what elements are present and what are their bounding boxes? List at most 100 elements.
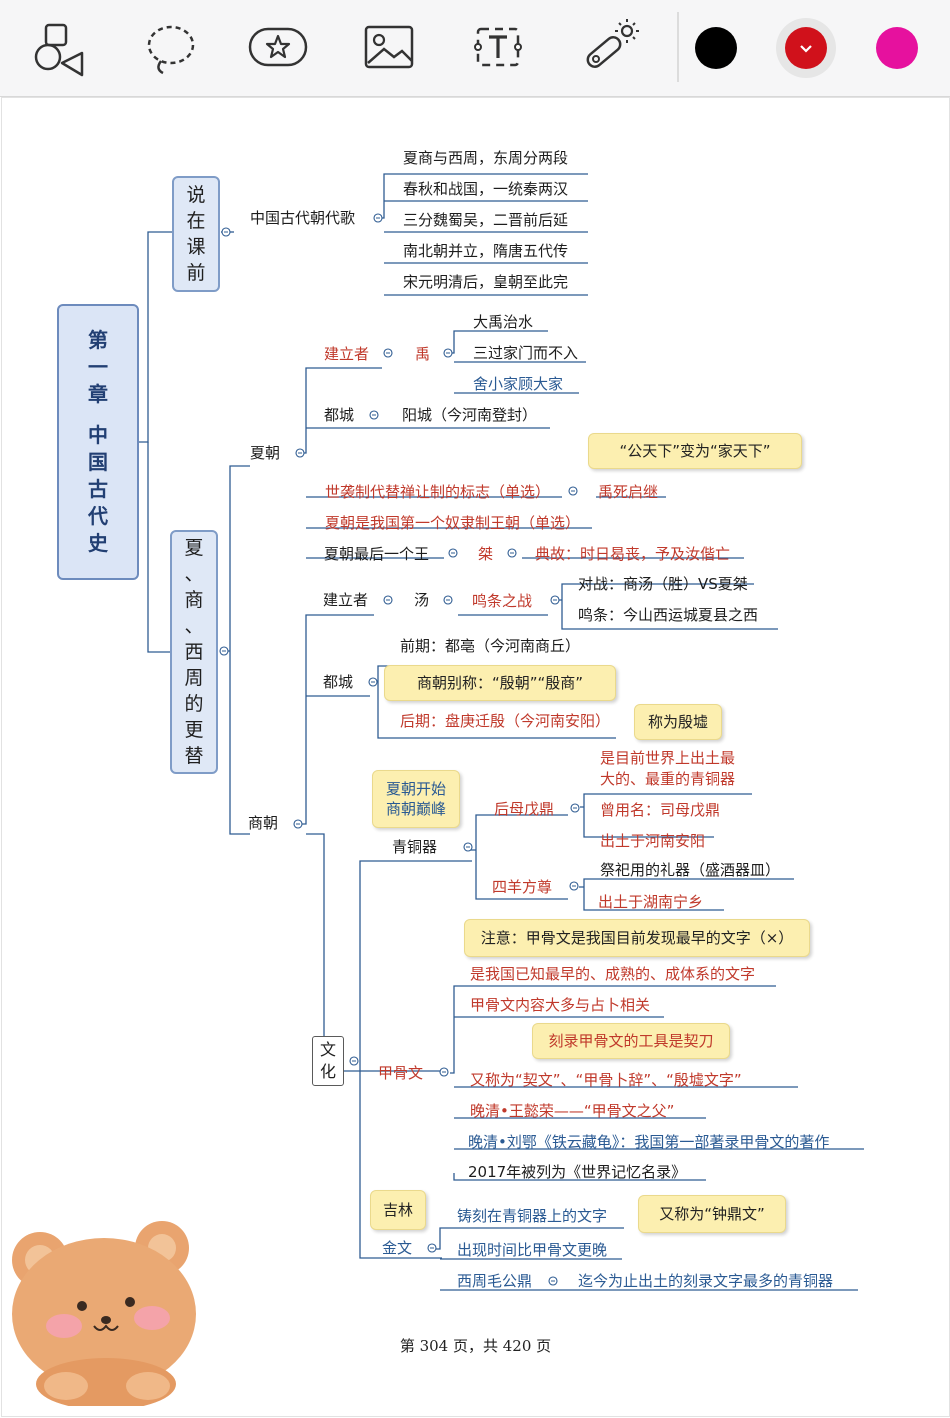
hereditary-system-value[interactable]: 禹死启继 [598, 483, 659, 501]
hereditary-system-label[interactable]: 世袭制代替禅让制的标志（单选） [325, 483, 551, 501]
yu-item[interactable]: 三过家门而不入 [473, 344, 579, 362]
shang-dynasty-node[interactable]: 商朝 [248, 814, 279, 832]
xia-shang-zhou-section-node[interactable]: 夏 、 商 、 西 周 的 更 替 [170, 530, 218, 774]
houmuwu-fact[interactable]: 大的、最重的青铜器 [600, 770, 736, 788]
dynasty-song-label[interactable]: 中国古代朝代歌 [250, 209, 356, 227]
song-line[interactable]: 春秋和战国，一统秦两汉 [403, 180, 569, 198]
color-swatch-red[interactable] [785, 27, 827, 69]
xia-founder[interactable]: 禹 [415, 345, 431, 363]
houmuwu-fact[interactable]: 是目前世界上出土最 [600, 749, 736, 767]
houmuwu-ding-label[interactable]: 后母戊鼎 [494, 800, 555, 818]
oracle-fact[interactable]: 晚清•王懿荣——“甲骨文之父” [470, 1102, 675, 1120]
collapse-toggles [219, 213, 580, 1286]
chapter-char: 中 [88, 423, 108, 447]
siyang-fact[interactable]: 出土于湖南宁乡 [598, 893, 704, 911]
lasso-tool-button[interactable] [136, 14, 202, 80]
bronze-label[interactable]: 青铜器 [392, 838, 438, 856]
jinwen-fact[interactable]: 出现时间比甲骨文更晚 [457, 1241, 608, 1259]
section-char: 西 [184, 641, 204, 663]
last-king[interactable]: 桀 [478, 545, 494, 563]
chevron-down-icon [800, 45, 812, 53]
battle-item[interactable]: 对战：商汤（胜）VS夏桀 [578, 575, 748, 593]
song-line[interactable]: 夏商与西周，东周分两段 [403, 149, 569, 167]
xia-capital-label[interactable]: 都城 [324, 406, 355, 424]
intro-char: 课 [186, 236, 206, 258]
shang-founder-label[interactable]: 建立者 [323, 591, 369, 609]
song-line[interactable]: 宋元明清后，皇朝至此完 [403, 273, 569, 291]
xia-dynasty-node[interactable]: 夏朝 [250, 444, 281, 462]
oracle-fact[interactable]: 甲骨文内容大多与占卜相关 [470, 996, 651, 1014]
oracle-fact[interactable]: 晚清•刘鄂《铁云藏龟》：我国第一部著录甲骨文的著作 [468, 1133, 830, 1151]
oracle-fact[interactable]: 又称为“契文”、“甲骨卜辞”、“殷墟文字” [470, 1071, 742, 1089]
section-char: 、 [184, 563, 204, 585]
jinwen-fact[interactable]: 西周毛公鼎 [457, 1272, 533, 1290]
mindmap-connectors [139, 173, 864, 1291]
chapter-char: 古 [88, 477, 108, 501]
first-slave-state[interactable]: 夏朝是我国第一个奴隶制王朝（单选） [325, 514, 581, 532]
chapter-char: 一 [88, 355, 108, 379]
collapse-toggle-dash [222, 217, 577, 1282]
song-line[interactable]: 南北朝并立，隋唐五代传 [403, 242, 569, 260]
houmuwu-fact[interactable]: 出土于河南安阳 [600, 832, 706, 850]
last-king-allusion[interactable]: 典故：时日曷丧，予及汝偕亡 [535, 545, 731, 563]
siyang-fact[interactable]: 祭祀用的礼器（盛酒器皿） [600, 861, 781, 879]
intro-char: 在 [186, 210, 206, 232]
culture-char: 文 [319, 1040, 336, 1059]
note-bronze-period[interactable]: 夏朝开始 商朝巅峰 [372, 770, 460, 828]
culture-node[interactable]: 文 化 [312, 1036, 344, 1086]
battle-item[interactable]: 鸣条：今山西运城夏县之西 [578, 606, 759, 624]
song-line[interactable]: 三分魏蜀吴，二晋前后延 [403, 211, 569, 229]
xia-capital[interactable]: 阳城（今河南登封） [402, 406, 538, 424]
color-swatch-magenta[interactable] [876, 27, 918, 69]
text-tool-button[interactable] [465, 14, 531, 80]
oracle-fact[interactable]: 2017年被列为《世界记忆名录》 [468, 1163, 687, 1181]
note-gongtianxia[interactable]: “公天下”变为“家天下” [588, 433, 802, 469]
note-carving-tool[interactable]: 刻录甲骨文的工具是契刀 [532, 1023, 730, 1059]
note-yinxu[interactable]: 称为殷墟 [634, 704, 722, 740]
intro-char: 说 [186, 184, 206, 206]
mingtiao-battle[interactable]: 鸣条之战 [472, 592, 533, 610]
bronze-inscription-label[interactable]: 金文 [382, 1239, 413, 1257]
late-capital[interactable]: 后期：盘庚迁殷（今河南安阳） [400, 712, 611, 730]
note-oracle-warning[interactable]: 注意：甲骨文是我国目前发现最早的文字（×） [464, 919, 810, 957]
maogong-ding-fact[interactable]: 迄今为止出土的刻录文字最多的青铜器 [578, 1272, 834, 1290]
shang-founder[interactable]: 汤 [414, 591, 430, 609]
early-capital[interactable]: 前期：都亳（今河南商丘） [400, 637, 581, 655]
last-king-label[interactable]: 夏朝最后一个王 [324, 545, 430, 563]
chapter-char: 章 [88, 382, 108, 406]
note-shang-alias[interactable]: 商朝别称：“殷朝”“殷商” [384, 665, 616, 701]
page-indicator: 第 304 页，共 420 页 [399, 1337, 552, 1355]
teddy-bear-illustration [12, 1221, 196, 1406]
teddy-bear-sticker[interactable] [2, 1216, 206, 1406]
section-char: 商 [184, 589, 204, 611]
document-page[interactable]: 第 一 章 中 国 古 代 史 说 在 课 前 中国古代朝代歌 夏商与西周，东周… [1, 97, 950, 1417]
lasso-icon [147, 25, 195, 75]
note-bronze-line: 夏朝开始 [385, 780, 446, 798]
section-char: 的 [184, 693, 204, 715]
note-bronze-line: 商朝巅峰 [385, 800, 446, 818]
sticker-tool-button[interactable] [245, 14, 311, 80]
houmuwu-fact[interactable]: 曾用名：司母戊鼎 [600, 801, 721, 819]
shapes-tool-button[interactable] [25, 14, 91, 80]
oracle-fact[interactable]: 是我国已知最早的、成熟的、成体系的文字 [470, 965, 756, 983]
intro-char: 前 [186, 262, 206, 284]
color-swatch-black[interactable] [695, 27, 737, 69]
jinwen-fact[interactable]: 铸刻在青铜器上的文字 [457, 1207, 608, 1225]
yu-item[interactable]: 舍小家顾大家 [473, 375, 564, 393]
chapter-title-node[interactable]: 第 一 章 中 国 古 代 史 [57, 304, 139, 580]
note-jilin[interactable]: 吉林 [370, 1190, 426, 1230]
intro-section-node[interactable]: 说 在 课 前 [172, 176, 220, 292]
text-box-icon [474, 27, 522, 67]
note-zhongding[interactable]: 又称为“钟鼎文” [638, 1195, 786, 1233]
section-char: 、 [184, 615, 204, 637]
chapter-char: 国 [88, 450, 108, 474]
chapter-char: 第 [88, 328, 108, 352]
oracle-bone-label[interactable]: 甲骨文 [378, 1064, 424, 1082]
laser-pointer-tool-button[interactable] [577, 14, 643, 80]
toolbar-divider [677, 12, 679, 82]
siyang-fangzun-label[interactable]: 四羊方尊 [492, 878, 553, 896]
shang-capital-label[interactable]: 都城 [323, 673, 354, 691]
image-tool-button[interactable] [355, 14, 421, 80]
yu-item[interactable]: 大禹治水 [473, 313, 534, 331]
xia-founder-label[interactable]: 建立者 [324, 345, 370, 363]
